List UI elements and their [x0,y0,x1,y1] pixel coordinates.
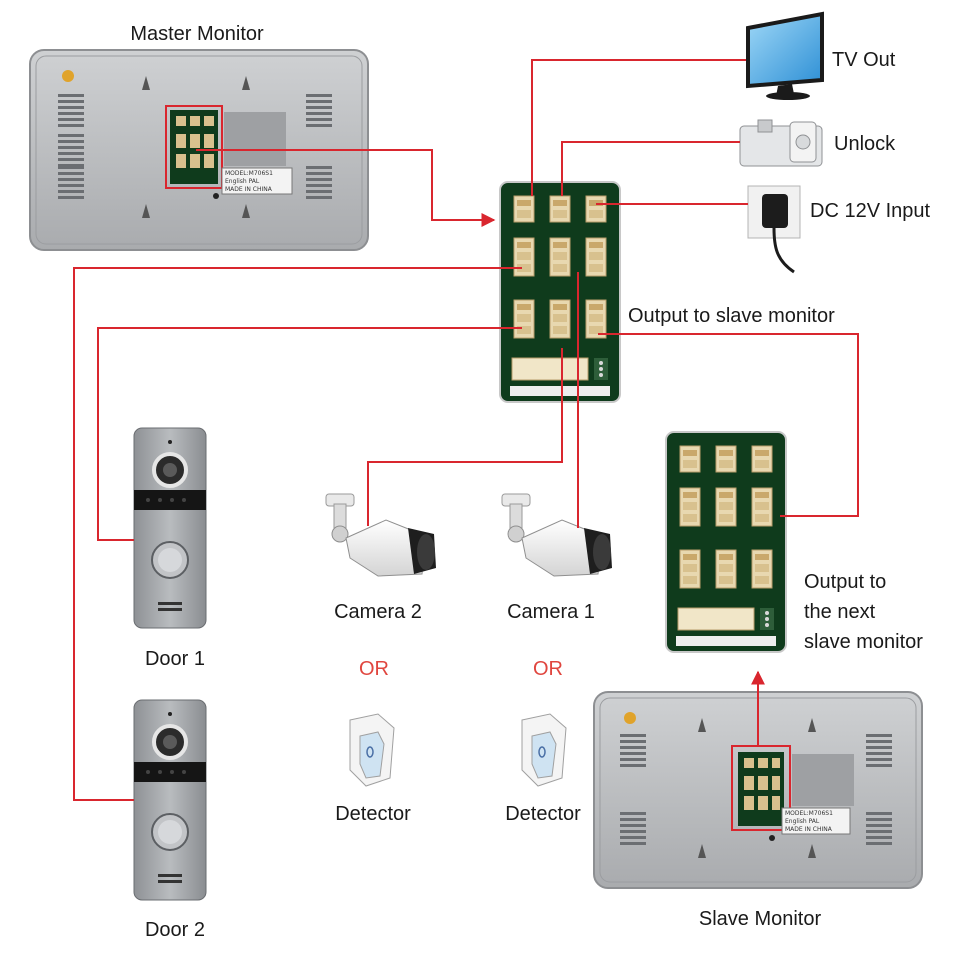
pir-detector-2-icon [521,713,567,787]
slave-sticker-line-3: MADE IN CHINA [785,826,833,833]
detector-2-label: Detector [505,803,581,825]
slave-pcb-board [666,432,786,652]
wiring [73,59,859,801]
camera-2-label: Camera 2 [334,601,422,623]
bullet-camera-1-icon [501,493,613,577]
output-next-label-line-2: the next [804,601,876,623]
tv-out-label: TV Out [832,49,896,71]
camera-1-label: Camera 1 [507,601,595,623]
dc-input-label: DC 12V Input [810,200,931,222]
wire-master-to-board [196,149,496,227]
wire-unlock [561,141,740,196]
door-2-label: Door 2 [145,919,205,941]
door-1-label: Door 1 [145,648,205,670]
main-pcb-board [500,182,620,402]
or-label-2: OR [533,658,563,680]
master-sticker-line-1: MODEL:M706S1 [225,170,273,177]
door-lock-icon [739,119,823,167]
pir-detector-1-icon [349,713,395,787]
slave-sticker-line-2: English PAL [785,818,820,825]
or-label-1: OR [359,658,389,680]
master-monitor-label: Master Monitor [130,23,264,45]
tv-icon [746,11,824,100]
output-next-label-line-3: slave monitor [804,631,923,653]
master-sticker-line-3: MADE IN CHINA [225,186,273,193]
wire-tv-out [531,59,746,196]
door-station-1 [132,426,208,630]
master-sticker-line-2: English PAL [225,178,260,185]
detector-1-label: Detector [335,803,411,825]
output-slave-label: Output to slave monitor [628,305,835,327]
output-next-label-line-1: Output to [804,571,886,593]
door-station-2 [132,698,208,902]
power-adapter-icon [747,185,801,274]
slave-monitor: MODEL:M706S1 English PAL MADE IN CHINA [593,691,923,889]
bullet-camera-2-icon [325,493,437,577]
wire-door-2 [97,327,522,541]
slave-monitor-label: Slave Monitor [699,908,822,930]
wire-camera-2 [367,348,563,526]
wire-door-1 [73,267,522,801]
slave-sticker-line-1: MODEL:M706S1 [785,810,833,817]
unlock-label: Unlock [834,133,896,155]
wire-output-slave [598,333,859,517]
